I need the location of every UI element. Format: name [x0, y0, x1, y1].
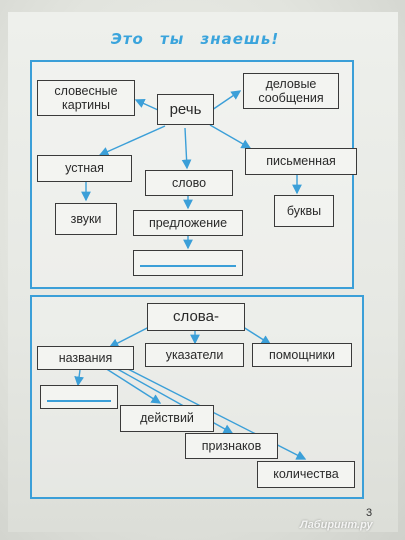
- box-word-label: слово: [171, 175, 207, 190]
- box-names: названия: [37, 346, 134, 370]
- box-helpers-label: помощники: [269, 347, 335, 362]
- arrow-names-to-actions: [104, 367, 162, 404]
- box-quantity-label: количества: [273, 467, 339, 482]
- box-words: слова-: [147, 303, 245, 331]
- box-letters: буквы: [274, 195, 334, 227]
- box-sentence: предложение: [133, 210, 243, 236]
- box-oral: устная: [37, 155, 132, 182]
- box-actions: действий: [120, 405, 214, 432]
- box-business-messages-label: деловые сообщения: [258, 76, 324, 105]
- arrow-speech-to-business-messages: [211, 90, 242, 111]
- answer-line: [47, 400, 111, 402]
- arrow-speech-to-verbal-pictures: [134, 99, 159, 111]
- box-written: письменная: [245, 148, 357, 175]
- box-sounds: звуки: [55, 203, 117, 235]
- box-pointers: указатели: [145, 343, 244, 367]
- box-oral-label: устная: [65, 161, 104, 176]
- box-word: слово: [145, 170, 233, 196]
- arrow-words-to-helpers: [239, 324, 272, 345]
- box-features: признаков: [185, 433, 278, 459]
- page-number: 3: [366, 507, 373, 519]
- box-verbal-pictures: словесные картины: [37, 80, 135, 116]
- arrow-names-to-blank: [74, 369, 84, 387]
- box-speech: речь: [157, 94, 214, 125]
- box-words-label: слова-: [173, 308, 219, 326]
- arrow-speech-to-oral: [98, 125, 166, 157]
- box-speech-label: речь: [169, 100, 202, 118]
- box-written-label: письменная: [266, 154, 336, 169]
- box-pointers-label: указатели: [165, 347, 224, 362]
- box-actions-label: действий: [140, 411, 194, 426]
- box-features-label: признаков: [201, 438, 262, 453]
- box-sounds-label: звуки: [70, 211, 102, 226]
- arrow-speech-to-word: [181, 127, 192, 170]
- box-letters-label: буквы: [286, 203, 322, 218]
- box-names-blank: [40, 385, 118, 409]
- box-names-label: названия: [58, 350, 113, 365]
- box-helpers: помощники: [252, 343, 352, 367]
- box-business-messages: деловые сообщения: [243, 73, 339, 109]
- watermark: Лабиринт.ру: [300, 519, 373, 531]
- box-quantity: количества: [257, 461, 355, 488]
- arrow-words-to-names: [108, 324, 154, 348]
- box-verbal-pictures-label: словесные картины: [54, 83, 118, 112]
- box-sentence-blank: [133, 250, 243, 276]
- answer-line: [140, 265, 236, 267]
- arrow-speech-to-written: [209, 124, 252, 149]
- page-title: Это ты знаешь!: [110, 30, 280, 48]
- box-sentence-label: предложение: [148, 215, 228, 230]
